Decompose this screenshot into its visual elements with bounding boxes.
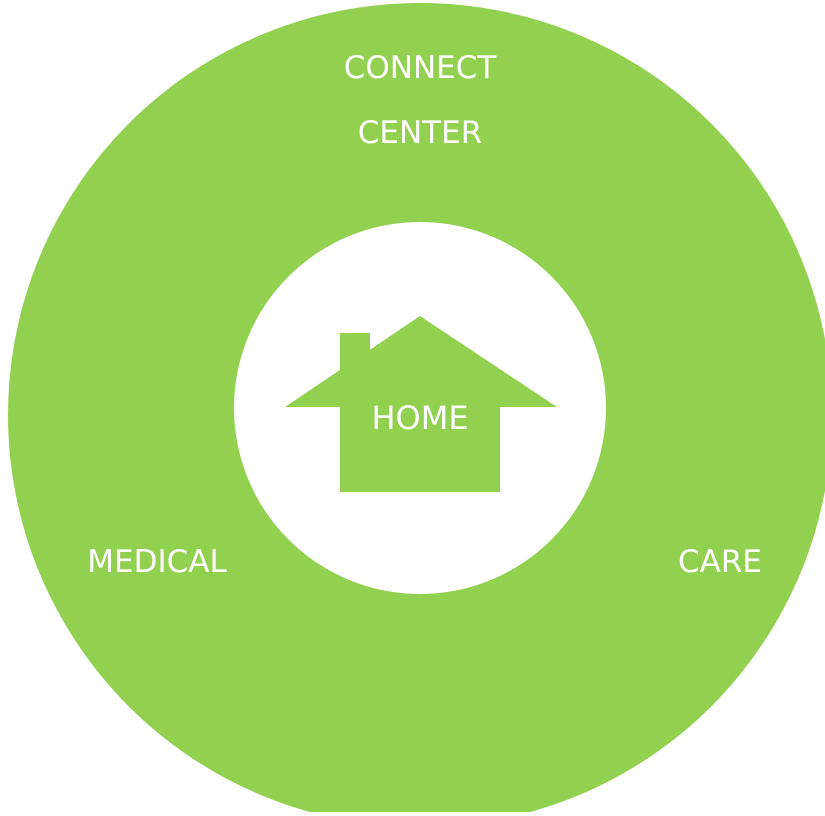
ring-label-top-line1: CONNECT: [343, 50, 497, 86]
house-icon: [285, 316, 557, 492]
ring-label-right: CARE: [678, 544, 762, 580]
ring-label-top-line2: CENTER: [357, 115, 483, 151]
house-roof: [285, 316, 557, 407]
center-label: HOME: [371, 399, 469, 437]
house-body: [340, 400, 500, 492]
ring-label-left: MEDICAL: [87, 544, 227, 580]
